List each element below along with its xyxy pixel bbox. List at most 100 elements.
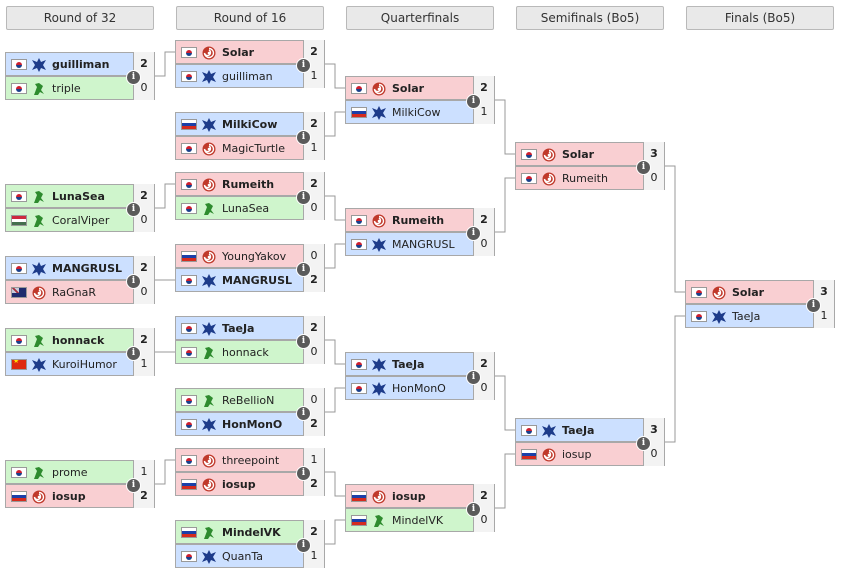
flag-ru-icon [351,515,367,526]
player-name[interactable]: Rumeith [562,172,608,185]
player-name[interactable]: Rumeith [222,178,275,191]
player-name[interactable]: Solar [222,46,255,59]
player-slot[interactable]: ReBellioN 0 [175,388,325,412]
player-score: 2 [133,184,154,208]
player-name[interactable]: MindelVK [222,526,281,539]
match-info-icon[interactable]: i [296,190,311,205]
match-info-icon[interactable]: i [296,262,311,277]
match-info-icon[interactable]: i [296,130,311,145]
flag-kr-icon [691,287,707,298]
match-info-icon[interactable]: i [126,478,141,493]
match-info-icon[interactable]: i [466,226,481,241]
player-score: 2 [473,352,494,376]
terran-race-icon [201,69,217,85]
match-info-icon[interactable]: i [466,370,481,385]
player-name[interactable]: LunaSea [222,202,270,215]
player-name[interactable]: Solar [392,82,425,95]
player-name[interactable]: iosup [392,490,426,503]
player-name[interactable]: prome [52,466,88,479]
player-name[interactable]: HonMonO [222,418,283,431]
player-score: 2 [133,328,154,352]
flag-kr-icon [181,395,197,406]
zerg-race-icon [371,81,387,97]
terran-race-icon [371,237,387,253]
match-info-icon[interactable]: i [126,274,141,289]
match-info-icon[interactable]: i [296,334,311,349]
player-name[interactable]: TaeJa [392,358,425,371]
zerg-race-icon [371,489,387,505]
player-name[interactable]: Solar [732,286,765,299]
match-info-icon[interactable]: i [636,160,651,175]
player-name[interactable]: LunaSea [52,190,105,203]
match-info-icon[interactable]: i [806,298,821,313]
match-info-icon[interactable]: i [126,70,141,85]
match-info-icon[interactable]: i [296,538,311,553]
player-score: 0 [303,388,324,412]
player-name[interactable]: CoralViper [52,214,110,227]
player-name[interactable]: HonMonO [392,382,446,395]
player-score: 2 [303,172,324,196]
player-name[interactable]: TaeJa [222,322,255,335]
flag-kr-icon [181,71,197,82]
player-name[interactable]: Rumeith [392,214,445,227]
flag-kr-icon [181,551,197,562]
match-info-icon[interactable]: i [296,406,311,421]
flag-kr-icon [11,335,27,346]
player-name[interactable]: QuanTa [222,550,263,563]
player-name[interactable]: threepoint [222,454,280,467]
match-info-icon[interactable]: i [126,346,141,361]
match-info-icon[interactable]: i [296,58,311,73]
player-score: 0 [303,244,324,268]
player-name[interactable]: guilliman [222,70,273,83]
player-name[interactable]: MilkiCow [392,106,441,119]
player-name[interactable]: honnack [52,334,105,347]
player-name[interactable]: honnack [222,346,269,359]
player-name[interactable]: iosup [562,448,592,461]
player-name[interactable]: KuroiHumor [52,358,117,371]
zerg-race-icon [201,141,217,157]
player-name[interactable]: MagicTurtle [222,142,285,155]
player-name[interactable]: TaeJa [732,310,761,323]
player-name[interactable]: ReBellioN [222,394,275,407]
player-name[interactable]: iosup [222,478,256,491]
match-info-icon[interactable]: i [296,466,311,481]
player-slot[interactable]: TaeJa 2 [345,352,495,376]
player-name[interactable]: MANGRUSL [222,274,293,287]
match-info-icon[interactable]: i [636,436,651,451]
player-name[interactable]: triple [52,82,81,95]
player-name[interactable]: MANGRUSL [52,262,123,275]
player-name[interactable]: guilliman [52,58,110,71]
player-name[interactable]: RaGnaR [52,286,97,299]
player-name[interactable]: Solar [562,148,595,161]
match-info-icon[interactable]: i [126,202,141,217]
player-name[interactable]: TaeJa [562,424,595,437]
player-name[interactable]: MANGRUSL [392,238,455,251]
flag-ru-icon [11,491,27,502]
player-name[interactable]: iosup [52,490,86,503]
player-name[interactable]: MindelVK [392,514,444,527]
player-name[interactable]: YoungYakov [222,250,287,263]
match-info-icon[interactable]: i [466,502,481,517]
flag-kr-icon [351,215,367,226]
match-info-icon[interactable]: i [466,94,481,109]
player-name[interactable]: MilkiCow [222,118,278,131]
